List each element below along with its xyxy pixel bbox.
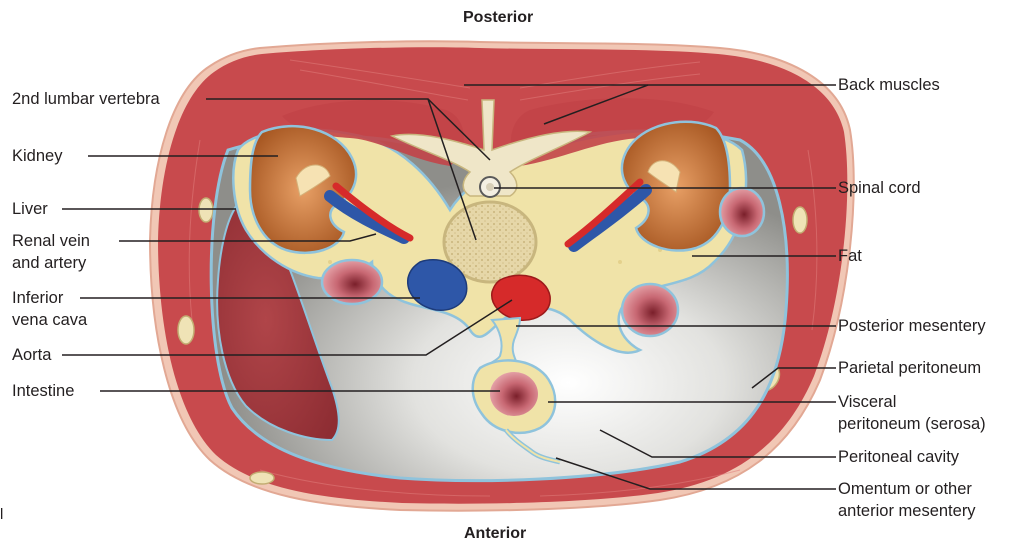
label-spinal-cord: Spinal cord — [838, 179, 921, 198]
label-renal-vessels-1: Renal vein — [12, 232, 90, 251]
label-omentum-1: Omentum or other — [838, 480, 972, 499]
label-ivc-1: Inferior — [12, 289, 63, 308]
anterior-label: Anterior — [464, 525, 526, 542]
label-renal-vessels-2: and artery — [12, 254, 86, 273]
margin-mark: l — [0, 506, 3, 523]
label-back-muscles: Back muscles — [838, 76, 940, 95]
label-liver: Liver — [12, 200, 48, 219]
label-ivc-2: vena cava — [12, 311, 87, 330]
label-peritoneal-cavity: Peritoneal cavity — [838, 448, 959, 467]
posterior-label: Posterior — [463, 9, 533, 26]
label-visceral-1: Visceral — [838, 393, 896, 412]
label-fat: Fat — [838, 247, 862, 266]
label-intestine: Intestine — [12, 382, 74, 401]
label-visceral-2: peritoneum (serosa) — [838, 415, 986, 434]
label-aorta: Aorta — [12, 346, 51, 365]
label-parietal-peritoneum: Parietal peritoneum — [838, 359, 981, 378]
label-omentum-2: anterior mesentery — [838, 502, 976, 521]
label-posterior-mesentery: Posterior mesentery — [838, 317, 986, 336]
label-kidney: Kidney — [12, 147, 62, 166]
label-vertebra: 2nd lumbar vertebra — [12, 90, 160, 109]
